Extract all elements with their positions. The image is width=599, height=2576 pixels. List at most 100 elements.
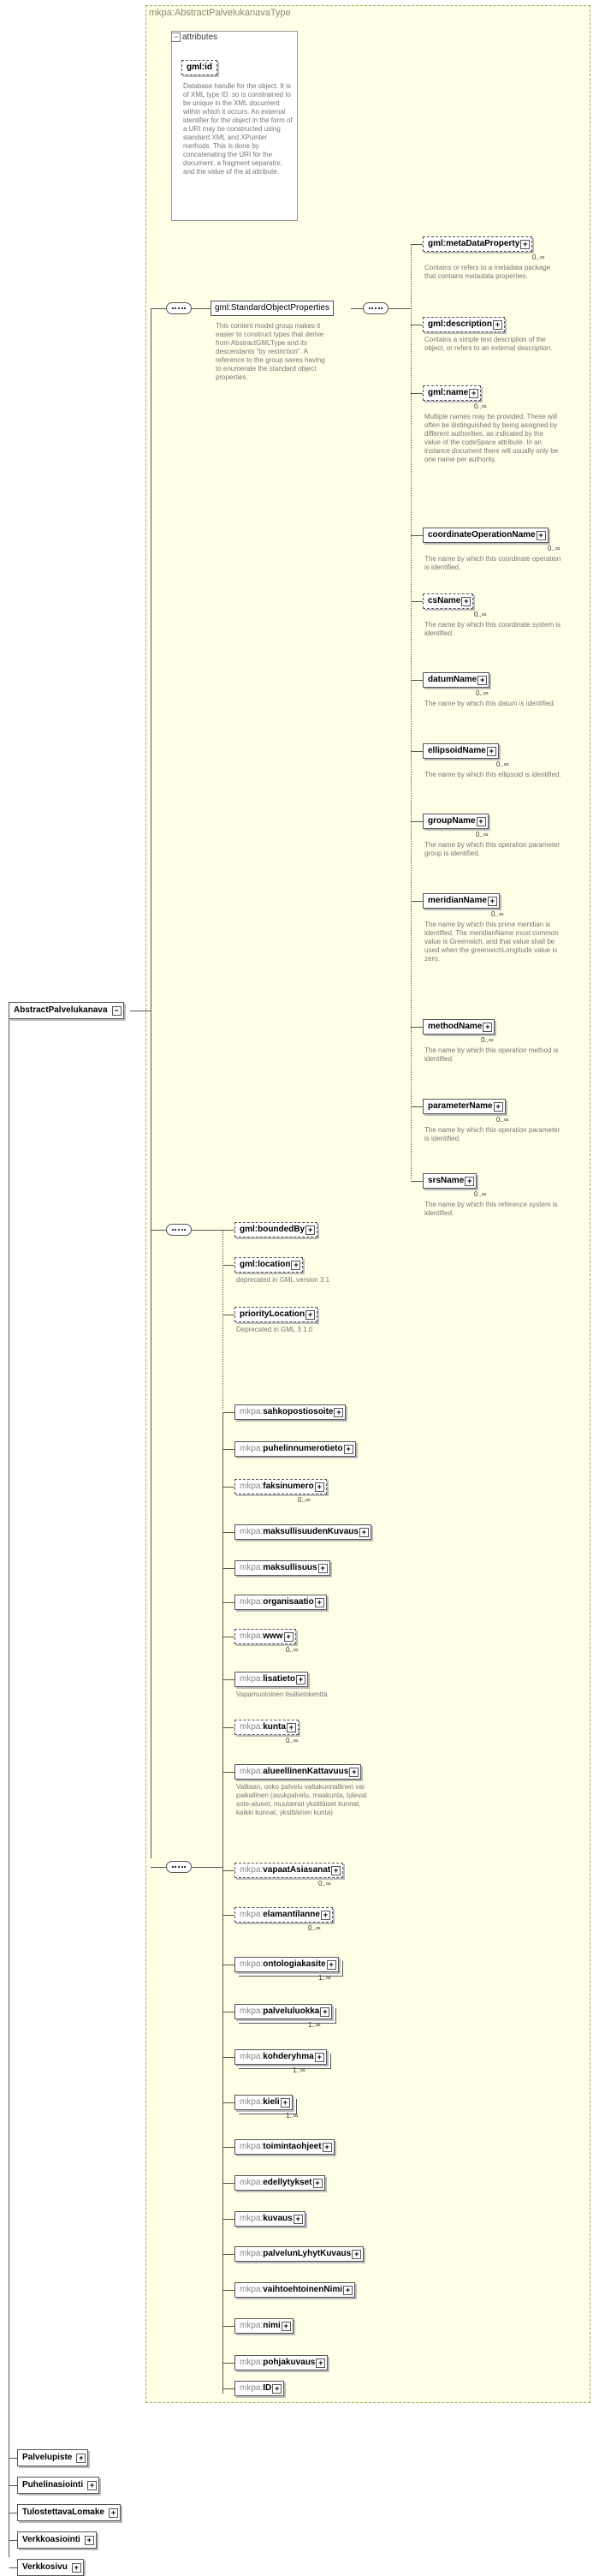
expand-icon[interactable]: +	[314, 1598, 324, 1607]
sequence-compositor[interactable]	[166, 1861, 192, 1873]
element-id[interactable]: mkpa:ID+	[234, 2381, 285, 2396]
expand-icon[interactable]: +	[280, 2098, 290, 2108]
element-meridianname[interactable]: meridianName+	[423, 893, 500, 909]
sequence-compositor[interactable]	[166, 1224, 192, 1236]
element-toimintaohjeet[interactable]: mkpa:toimintaohjeet+	[234, 2139, 335, 2155]
expand-icon[interactable]: +	[314, 2053, 324, 2062]
subtype-tulostettavalomake[interactable]: TulostettavaLomake+	[17, 2504, 121, 2521]
expand-icon[interactable]: +	[536, 531, 546, 540]
subtype-puhelinasiointi[interactable]: Puhelinasiointi+	[17, 2477, 100, 2494]
element-groupname[interactable]: groupName+	[423, 814, 489, 829]
collapse-icon[interactable]: −	[171, 33, 181, 42]
element-gml-metadataproperty[interactable]: gml:metaDataProperty+	[423, 236, 533, 252]
subtype-verkkosivu[interactable]: Verkkosivu+	[17, 2559, 84, 2576]
root-element[interactable]: AbstractPalvelukanava−	[9, 1002, 124, 1019]
expand-icon[interactable]: +	[286, 1723, 296, 1732]
sequence-compositor[interactable]	[166, 302, 192, 314]
expand-icon[interactable]: +	[343, 1445, 353, 1454]
element-ellipsoidname[interactable]: ellipsoidName+	[423, 743, 499, 759]
expand-icon[interactable]: +	[76, 2454, 86, 2463]
expand-icon[interactable]: +	[487, 897, 497, 906]
connector	[222, 2254, 234, 2255]
expand-icon[interactable]: +	[483, 1023, 493, 1032]
element-organisaatio[interactable]: mkpa:organisaatio+	[234, 1595, 327, 1610]
element-vapaatasiasanat[interactable]: mkpa:vapaatAsiasanat+	[234, 1863, 344, 1878]
expand-icon[interactable]: +	[320, 2007, 330, 2017]
element-kieli[interactable]: mkpa:kieli+	[234, 2095, 293, 2110]
element-gml-boundedby[interactable]: gml:boundedBy+	[234, 1222, 318, 1237]
expand-icon[interactable]: +	[314, 1482, 324, 1492]
subtype-verkkoasiointi[interactable]: Verkkoasiointi+	[17, 2531, 97, 2549]
expand-icon[interactable]: +	[316, 2358, 326, 2368]
element-puhelinnumerotieto[interactable]: mkpa:puhelinnumerotieto+	[234, 1441, 356, 1457]
expand-icon[interactable]: +	[293, 2215, 303, 2224]
element-alueellinenkattavuus[interactable]: mkpa:alueellinenKattavuus+	[234, 1764, 362, 1780]
expand-icon[interactable]: +	[486, 747, 496, 756]
expand-icon[interactable]: +	[334, 1408, 344, 1417]
expand-icon[interactable]: −	[111, 1006, 122, 1016]
element-ontologiakasite[interactable]: mkpa:ontologiakasite+	[234, 1957, 339, 1972]
element-parametername[interactable]: parameterName+	[423, 1099, 506, 1114]
element-maksullisuudenkuvaus[interactable]: mkpa:maksullisuudenKuvaus+	[234, 1524, 371, 1540]
element-kuvaus[interactable]: mkpa:kuvaus+	[234, 2211, 305, 2227]
element-palveluluokka[interactable]: mkpa:palveluluokka+	[234, 2004, 333, 2019]
expand-icon[interactable]: +	[305, 1225, 316, 1235]
expand-icon[interactable]: +	[352, 2250, 362, 2259]
element-vaihtoehtoinennimi[interactable]: mkpa:vaihtoehtoinenNimi+	[234, 2282, 356, 2298]
expand-icon[interactable]: +	[87, 2481, 98, 2490]
element-www[interactable]: mkpa:www+	[234, 1629, 296, 1644]
attribute-gml-id[interactable]: gml:id	[181, 60, 217, 75]
expand-icon[interactable]: +	[71, 2563, 81, 2573]
expand-icon[interactable]: +	[349, 1768, 359, 1777]
expand-icon[interactable]: +	[296, 1675, 306, 1685]
element-nimi[interactable]: mkpa:nimi+	[234, 2318, 294, 2334]
expand-icon[interactable]: +	[283, 1632, 294, 1642]
expand-icon[interactable]: +	[320, 1911, 330, 1920]
expand-icon[interactable]: +	[312, 2179, 323, 2188]
expand-icon[interactable]: +	[493, 320, 503, 330]
element-gml-description[interactable]: gml:description+	[423, 317, 506, 332]
sequence-compositor[interactable]	[363, 302, 388, 314]
element-edellytykset[interactable]: mkpa:edellytykset+	[234, 2175, 325, 2191]
element-palvelunlyhytkuvaus[interactable]: mkpa:palvelunLyhytKuvaus+	[234, 2246, 365, 2262]
expand-icon[interactable]: +	[291, 1261, 301, 1270]
element-faksinumero[interactable]: mkpa:faksinumero+	[234, 1479, 327, 1494]
element-lisatieto[interactable]: mkpa:lisatieto+	[234, 1672, 309, 1687]
element-gml-name[interactable]: gml:name+	[423, 385, 482, 401]
expand-icon[interactable]: +	[84, 2536, 94, 2545]
element-gml-location[interactable]: gml:location+	[234, 1257, 304, 1273]
expand-icon[interactable]: +	[343, 2286, 353, 2295]
expand-icon[interactable]: +	[469, 389, 479, 398]
expand-icon[interactable]: +	[461, 597, 471, 606]
element-kohderyhma[interactable]: mkpa:kohderyhma+	[234, 2049, 327, 2065]
element-methodname[interactable]: methodName+	[423, 1019, 495, 1035]
element-pohjakuvaus[interactable]: mkpa:pohjakuvaus+	[234, 2355, 329, 2370]
element-srsname[interactable]: srsName+	[423, 1173, 477, 1189]
expand-icon[interactable]: +	[108, 2508, 118, 2518]
expand-icon[interactable]: +	[520, 240, 531, 249]
element-csname[interactable]: csName+	[423, 593, 474, 609]
expand-icon[interactable]: +	[272, 2384, 282, 2394]
attributes-header[interactable]: −attributes	[171, 33, 217, 42]
expand-icon[interactable]: +	[317, 1564, 328, 1573]
expand-icon[interactable]: +	[331, 1866, 341, 1875]
element-description: The name by which this operation paramet…	[424, 841, 560, 857]
element-coordinateoperationname[interactable]: coordinateOperationName+	[423, 528, 549, 543]
expand-icon[interactable]: +	[493, 1102, 503, 1112]
expand-icon[interactable]: +	[359, 1528, 369, 1537]
group-standard-object-properties[interactable]: gml:StandardObjectProperties	[211, 301, 334, 316]
expand-icon[interactable]: +	[477, 676, 488, 685]
element-prioritylocation[interactable]: priorityLocation+	[234, 1307, 318, 1322]
element-elamantilanne[interactable]: mkpa:elamantilanne+	[234, 1907, 333, 1923]
element-datumname[interactable]: datumName+	[423, 672, 490, 688]
expand-icon[interactable]: +	[476, 817, 486, 826]
expand-icon[interactable]: +	[326, 1960, 336, 1970]
expand-icon[interactable]: +	[281, 2322, 291, 2331]
subtype-palvelupiste[interactable]: Palvelupiste+	[17, 2449, 89, 2466]
element-sahkopostiosoite[interactable]: mkpa:sahkopostiosoite+	[234, 1404, 347, 1420]
element-kunta[interactable]: mkpa:kunta+	[234, 1720, 299, 1735]
element-maksullisuus[interactable]: mkpa:maksullisuus+	[234, 1560, 330, 1576]
expand-icon[interactable]: +	[322, 2143, 332, 2152]
expand-icon[interactable]: +	[305, 1310, 316, 1320]
expand-icon[interactable]: +	[465, 1177, 475, 1186]
